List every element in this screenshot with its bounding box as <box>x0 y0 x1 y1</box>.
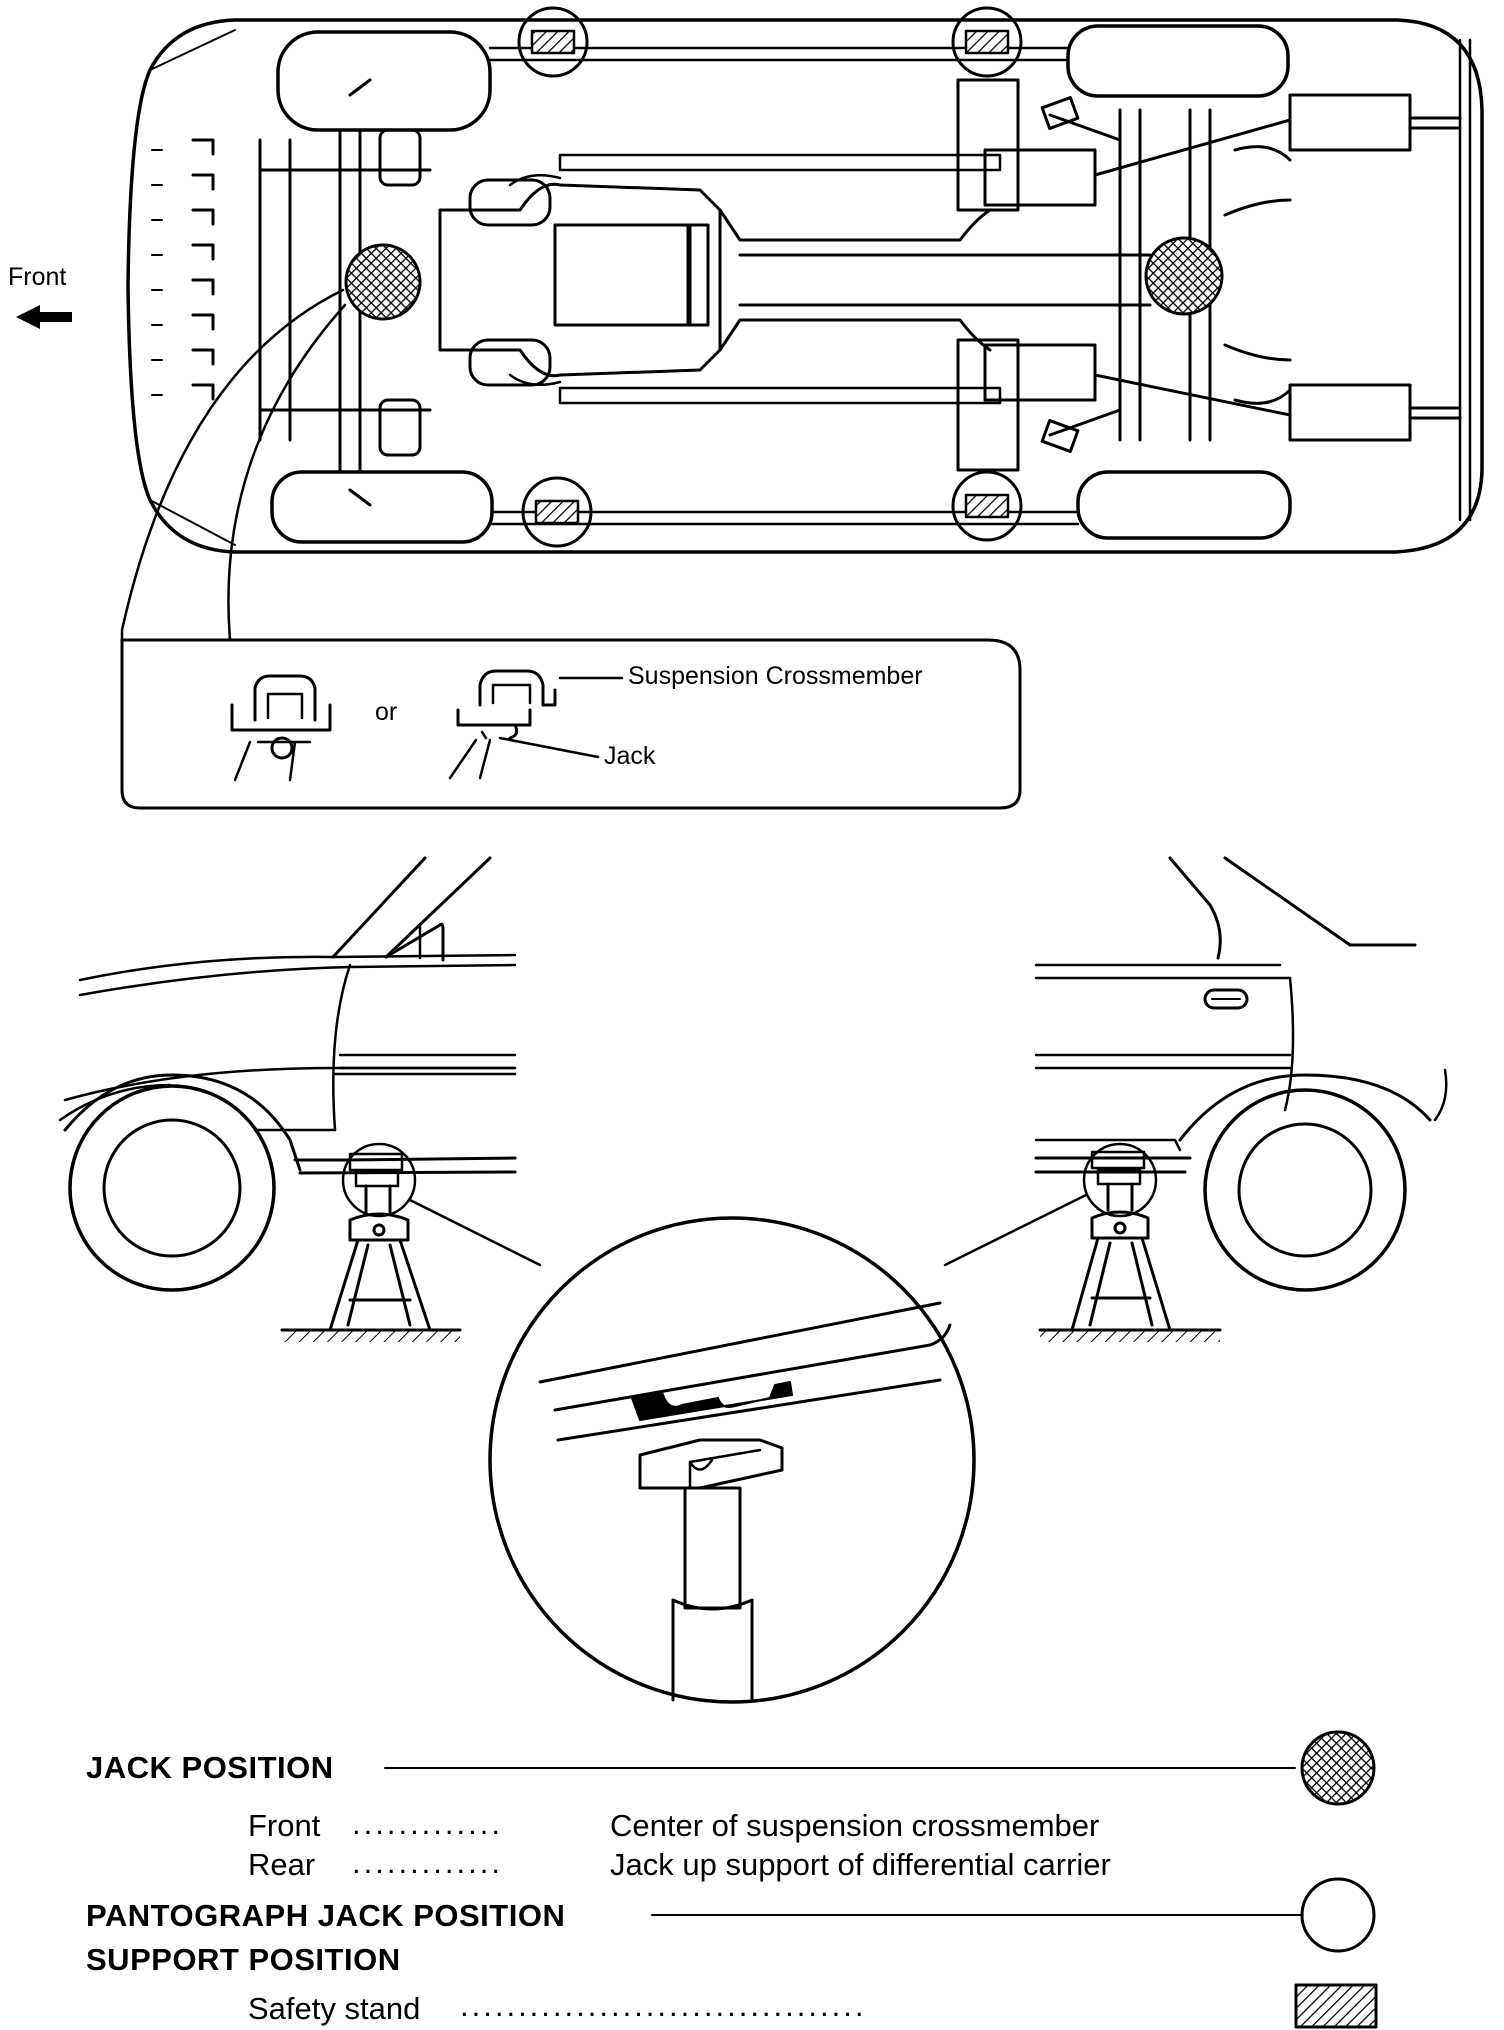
legend-row-rear-dots: ............. <box>352 1845 503 1880</box>
front-arrow-icon <box>16 305 72 329</box>
crossmember-callout-box <box>120 638 1022 810</box>
or-label: or <box>375 698 398 726</box>
car-underbody-view <box>120 18 1484 642</box>
jack-position-title: JACK POSITION <box>86 1750 334 1785</box>
rear-jack-point-icon <box>1144 236 1224 316</box>
car-front-side-view <box>58 856 542 1342</box>
safety-stand-label: Safety stand <box>248 1991 421 2026</box>
front-label: Front <box>8 263 67 291</box>
car-rear-side-view <box>943 856 1448 1342</box>
jack-label: Jack <box>604 742 656 770</box>
safety-stand-dots: ................................... <box>460 1988 867 2023</box>
safety-stand-points <box>517 6 1023 548</box>
stand-detail-magnified <box>488 1216 976 1704</box>
legend-row-rear-key: Rear <box>248 1847 316 1882</box>
front-jack-point-icon <box>344 243 422 321</box>
safety-stand-symbol-icon <box>1294 1983 1378 2029</box>
support-position-title: SUPPORT POSITION <box>86 1942 401 1977</box>
suspension-crossmember-label: Suspension Crossmember <box>628 662 923 690</box>
pantograph-jack-position-title: PANTOGRAPH JACK POSITION <box>86 1898 566 1933</box>
legend-row-front-key: Front <box>248 1808 321 1843</box>
front-vents <box>151 138 215 401</box>
pantograph-jack-position-icon <box>1300 1877 1376 1953</box>
legend-row-front-value: Center of suspension crossmember <box>610 1808 1100 1843</box>
legend-row-front-dots: ............. <box>352 1806 503 1841</box>
legend-row-rear-value: Jack up support of differential carrier <box>610 1847 1111 1882</box>
jack-position-symbol-icon <box>1300 1730 1376 1806</box>
legend-graphics <box>384 1730 1378 2029</box>
